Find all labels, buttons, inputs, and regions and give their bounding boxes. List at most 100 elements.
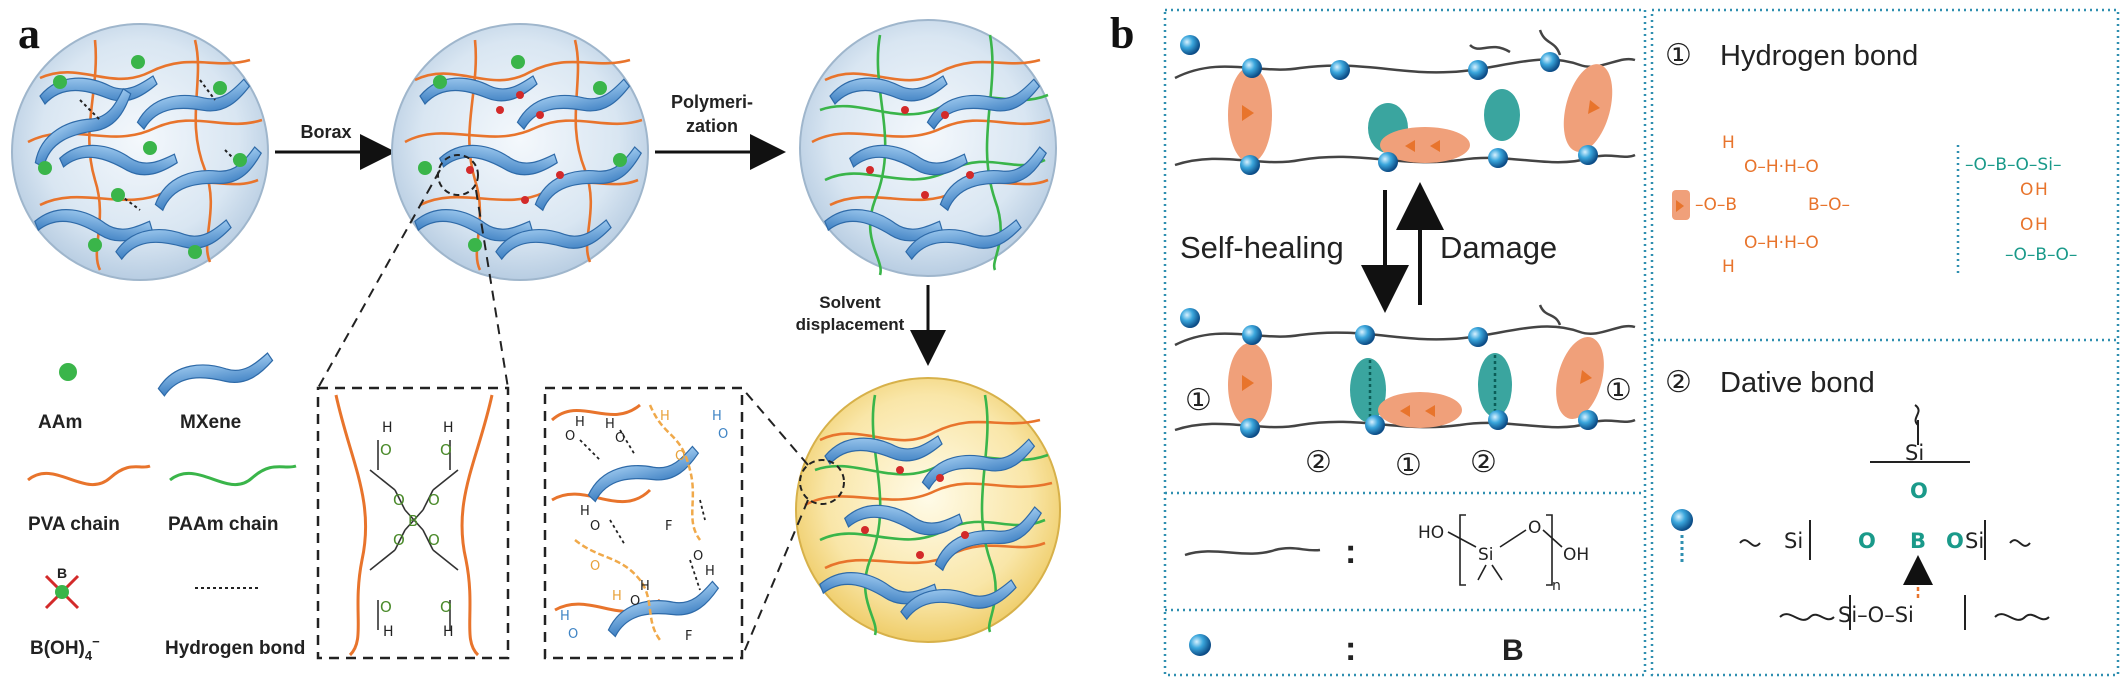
boron-bead-icon — [1189, 634, 1211, 656]
dative-box: ② Dative bond Si Si Si Si–O–Si — [1665, 366, 2050, 630]
zoom-box-borate: O O O O O O O O B H H H H — [316, 386, 510, 660]
svg-text:O: O — [428, 491, 440, 509]
svg-text:OH: OH — [1563, 545, 1589, 565]
label-polymerization-2: zation — [686, 116, 738, 136]
svg-text:O: O — [590, 519, 600, 534]
boron-label: B — [1502, 634, 1524, 667]
boron-bead-icon-dative — [1671, 509, 1693, 531]
svg-text:H: H — [382, 420, 393, 436]
panel-b-letter: b — [1110, 9, 1134, 58]
svg-text:O–H·H–O: O–H·H–O — [1744, 233, 1819, 253]
legend-aam: AAm — [38, 412, 82, 433]
network-damaged — [1174, 29, 1636, 175]
pva-chain-icon — [27, 464, 151, 486]
svg-text:H: H — [560, 609, 570, 624]
svg-text:O: O — [380, 441, 392, 459]
borate-icon: B — [44, 565, 80, 610]
network-healed: ① ① ② ① ② — [1174, 304, 1636, 482]
boron-beads-top — [1180, 35, 1598, 175]
dative-chem: Si Si Si Si–O–Si O O B O — [1739, 404, 2050, 630]
borate-icon-b: B — [57, 565, 67, 581]
svg-text:H: H — [443, 624, 454, 640]
mark-1-right: ① — [1605, 374, 1632, 407]
legend-hbond: Hydrogen bond — [165, 638, 305, 659]
svg-text:O: O — [630, 594, 640, 609]
svg-text:–O–B–O–: –O–B–O– — [2005, 245, 2077, 265]
mxene-sheet-icon — [154, 351, 276, 398]
svg-text:O: O — [428, 531, 440, 549]
svg-text:HO: HO — [1418, 523, 1444, 543]
legend-borate: B(OH) — [30, 638, 85, 659]
svg-text:O: O — [440, 441, 452, 459]
mark-2-right: ② — [1470, 446, 1497, 479]
svg-text::: : — [1345, 630, 1356, 668]
svg-text:–O–B–O–Si–: –O–B–O–Si– — [1965, 155, 2061, 175]
label-self-healing: Self-healing — [1180, 230, 1344, 265]
svg-text:F: F — [665, 519, 672, 534]
svg-text:H: H — [612, 589, 622, 604]
svg-text:F: F — [685, 629, 692, 644]
svg-text:O: O — [380, 598, 392, 616]
svg-text:①: ① — [1665, 39, 1692, 72]
svg-text:H: H — [575, 415, 585, 430]
sphere-borax — [391, 23, 649, 281]
hbond-teal-chem: –O–B–O–Si– –O–B–O– O H O H — [1965, 155, 2077, 265]
svg-text:O: O — [675, 449, 685, 464]
mark-1-left: ① — [1185, 384, 1212, 417]
label-borax: Borax — [300, 122, 351, 142]
label-polymerization-1: Polymeri- — [671, 92, 753, 112]
boron-beads-bottom — [1180, 308, 1598, 438]
legend-boron: : B — [1189, 630, 1524, 668]
svg-text:O: O — [393, 491, 405, 509]
svg-text:Si: Si — [1478, 545, 1494, 565]
aam-dot-icon — [59, 363, 77, 381]
svg-text:–O–B: –O–B — [1695, 195, 1737, 215]
label-solvent-1: Solvent — [819, 293, 881, 312]
svg-text:n: n — [1552, 578, 1561, 594]
svg-text:O: O — [2020, 180, 2033, 200]
svg-text:H: H — [660, 409, 670, 424]
svg-text:O: O — [393, 531, 405, 549]
svg-text:H: H — [640, 579, 650, 594]
label-damage: Damage — [1440, 230, 1557, 265]
legend-pdms: : HO Si O OH n — [1184, 514, 1589, 594]
svg-text:O: O — [565, 429, 575, 444]
svg-text:H: H — [1722, 133, 1735, 153]
dative-title: Dative bond — [1720, 367, 1875, 399]
svg-text:Si–O–Si: Si–O–Si — [1838, 603, 1914, 627]
svg-text:H: H — [705, 564, 715, 579]
zoom-lines — [317, 169, 809, 658]
svg-text:O: O — [2020, 215, 2033, 235]
svg-text:Si: Si — [1905, 441, 1924, 465]
svg-text:B: B — [408, 512, 418, 530]
svg-text:H: H — [2035, 180, 2048, 200]
svg-text:H: H — [443, 420, 454, 436]
svg-text:O: O — [718, 427, 728, 442]
svg-text:Si: Si — [1965, 529, 1984, 553]
svg-text:O: O — [440, 598, 452, 616]
zoom-box-mxene: OH HO HO FF OH OH HO HO HO OH — [543, 386, 744, 660]
svg-text:H: H — [712, 409, 722, 424]
hbond-orange-chem: H O–H·H–O –O–B B–O– O–H·H–O H — [1672, 133, 1850, 277]
sphere-polymerized — [799, 19, 1057, 277]
svg-text:B(OH)4−: B(OH)4− — [30, 634, 100, 663]
panel-b-frames — [1163, 8, 2120, 677]
svg-text:O: O — [693, 549, 703, 564]
svg-text:②: ② — [1665, 366, 1692, 399]
hbond-box: ① Hydrogen bond H O–H·H–O –O–B B–O– O–H·… — [1665, 39, 2077, 277]
svg-text:B–O–: B–O– — [1808, 195, 1850, 215]
aam-dots — [38, 55, 247, 259]
mark-2-left: ② — [1305, 446, 1332, 479]
svg-text:O: O — [1858, 529, 1876, 553]
panel-a-letter: a — [18, 9, 40, 58]
panel-b: b — [1110, 8, 2120, 677]
sphere-precursor — [11, 23, 269, 281]
legend-a: AAm MXene PVA chain PAAm chain B B(OH)4−… — [27, 351, 305, 663]
legend-pva: PVA chain — [28, 514, 120, 535]
svg-text:O: O — [590, 559, 600, 574]
svg-text:H: H — [383, 624, 394, 640]
svg-text:O: O — [1910, 479, 1928, 503]
paam-chain-icon — [169, 464, 297, 486]
svg-text:H: H — [2035, 215, 2048, 235]
